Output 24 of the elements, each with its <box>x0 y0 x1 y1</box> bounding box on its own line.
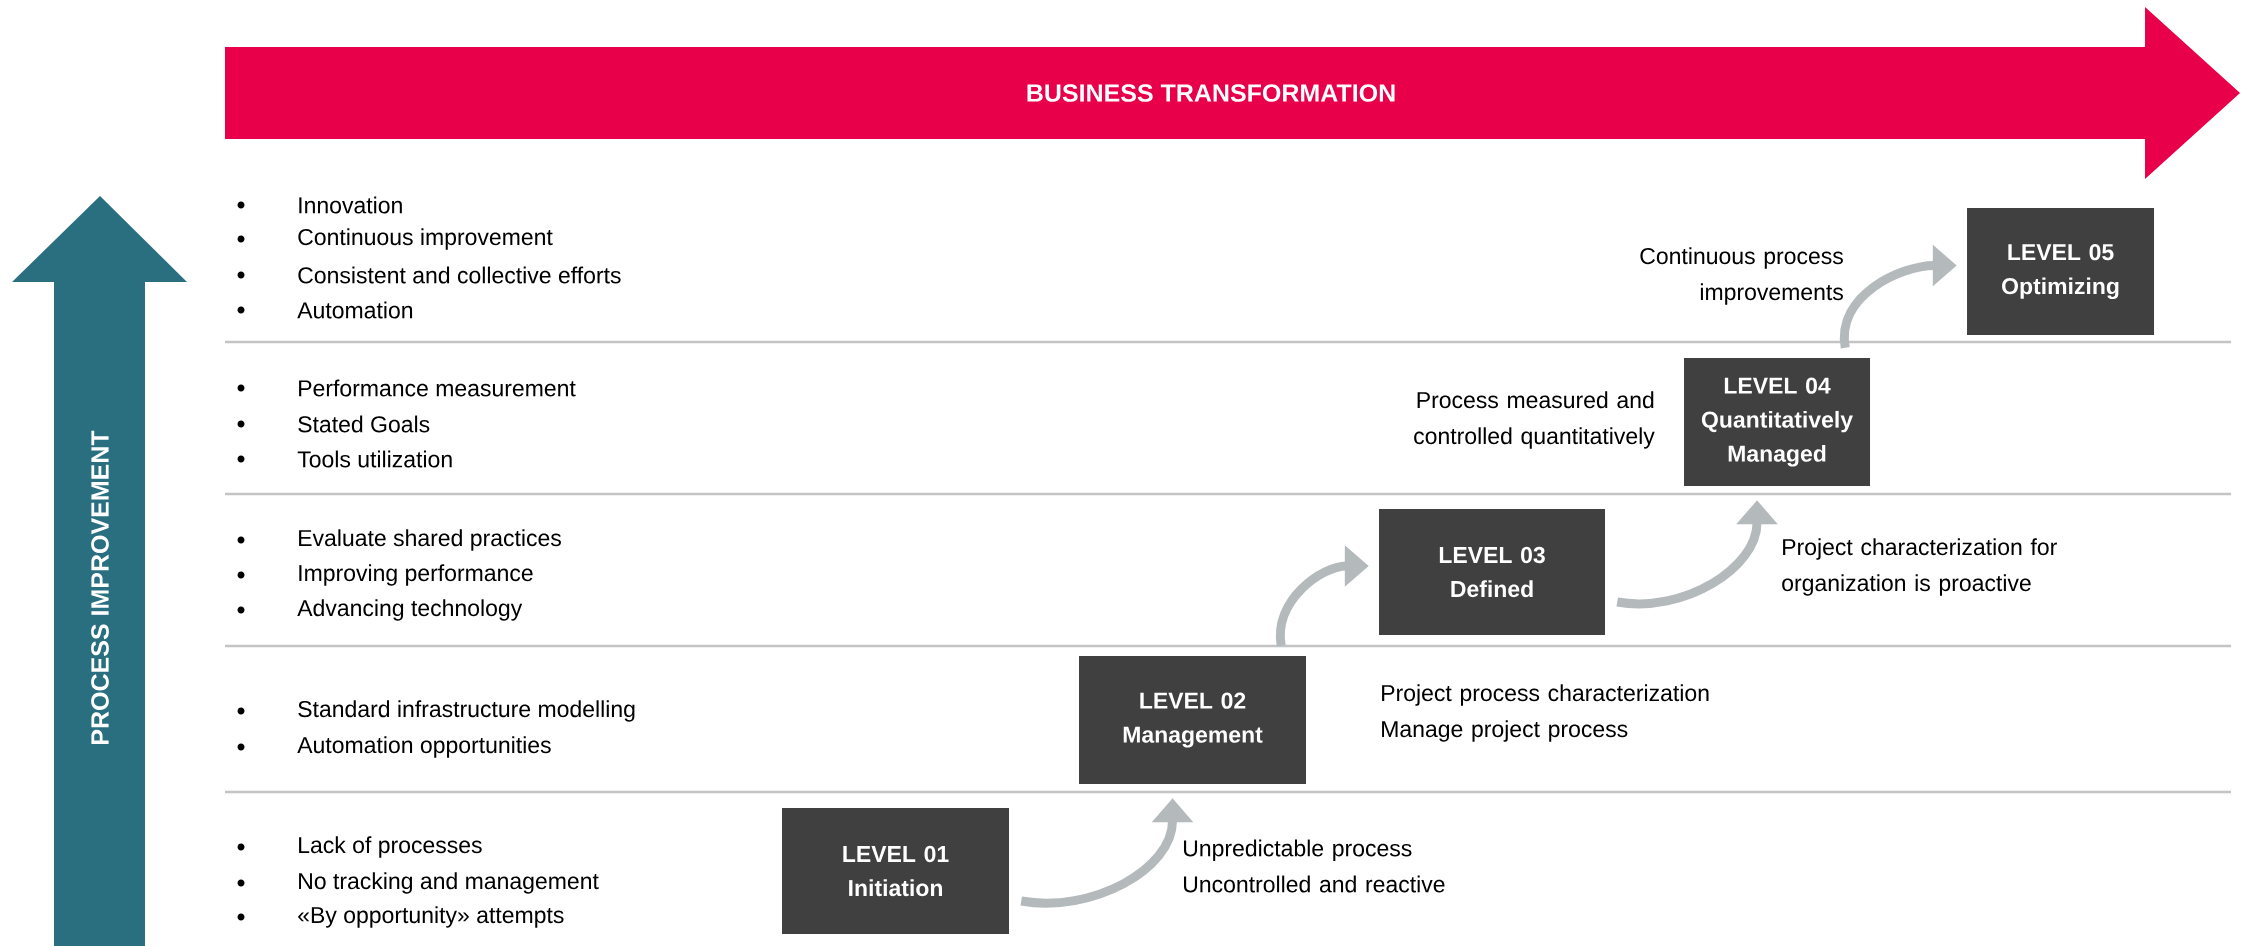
bullet-text: Performance measurement <box>299 379 576 397</box>
level-description: Continuous process improvements <box>1640 247 1843 305</box>
level-description: Process measured and controlled quantitatively <box>1414 391 1655 449</box>
level-box: LEVEL 03 Defined <box>1379 509 1605 635</box>
level-box: LEVEL 01 Initiation <box>782 808 1009 934</box>
bullet-text: «By opportunity» attempts <box>298 906 564 928</box>
level-description: Unpredictable process Uncontrolled and reactive <box>1184 839 1445 893</box>
bullet-text: Evaluate shared practices <box>299 529 561 551</box>
bullet-text: Tools utilization <box>297 450 452 468</box>
bullet-text: Advancing technology <box>297 599 523 621</box>
level-description: Project characterization for organization is proactive <box>1782 538 2057 596</box>
bullet-text: Lack of processes <box>299 836 482 858</box>
bullet-text: Standard infrastructure modelling <box>298 700 635 722</box>
level-box: LEVEL 05 Optimizing <box>1967 208 2154 335</box>
bullet-text: Automation opportunities <box>297 736 551 758</box>
bullet-text: Automation <box>297 301 413 319</box>
bullet-text: Improving performance <box>299 564 533 586</box>
bullet-text: Stated Goals <box>298 415 430 433</box>
bullet-text: No tracking and management <box>299 872 599 894</box>
level-box: LEVEL 04 Quantitatively Managed <box>1684 358 1870 486</box>
bullet-text: Continuous improvement <box>298 228 553 250</box>
bullet-text: Consistent and collective efforts <box>298 266 621 284</box>
level-box: LEVEL 02 Management <box>1079 656 1306 784</box>
level-description: Project process characterization Manage project process <box>1382 684 1709 742</box>
